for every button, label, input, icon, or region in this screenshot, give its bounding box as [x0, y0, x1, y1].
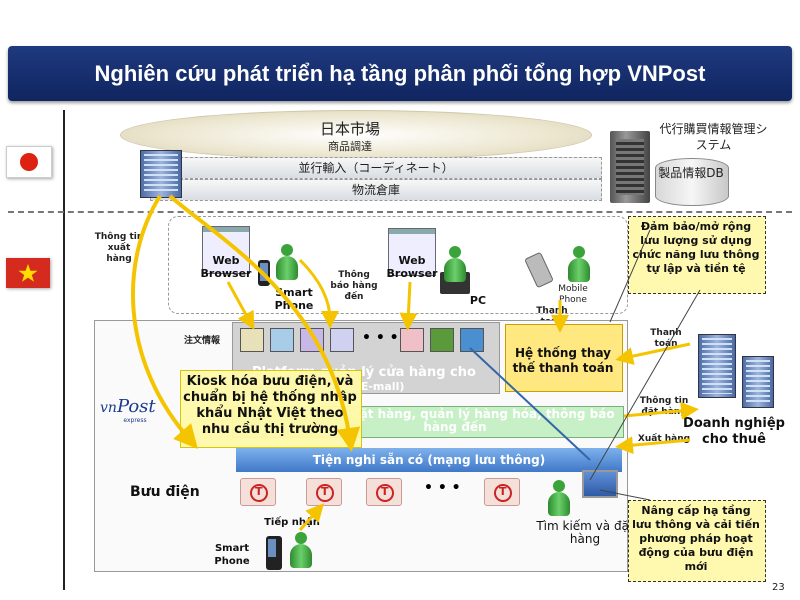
goods-procurement-label: 商品調達: [328, 140, 372, 153]
payment-tenant-label: Thanh toán: [650, 328, 682, 349]
shop-tile: [460, 328, 484, 352]
post-office-icon: [240, 478, 276, 506]
shop-tile: [430, 328, 454, 352]
post-ellipsis: • • •: [424, 480, 461, 496]
post-office-label: Bưu điện: [130, 484, 200, 500]
order-management-label: Quản lý đặt hàng, quản lý hàng hóa, thôn…: [295, 407, 615, 434]
reception-arrow: [298, 503, 325, 532]
server-icon: [610, 131, 650, 203]
proxy-system-label: 代行購買情報管理システム: [659, 122, 768, 152]
logo-vn: vn: [100, 400, 117, 416]
person-icon: [568, 246, 590, 282]
tenant-payment-arrow: [615, 342, 691, 365]
pc-label: PC: [469, 294, 487, 307]
import-arrow: [168, 194, 361, 452]
tenant-export-arrow: [615, 436, 691, 455]
db-label: 製品情報DB: [658, 166, 724, 180]
web-browser-icon: [388, 228, 436, 276]
post-office-icon: [484, 478, 520, 506]
kiosk-box: [180, 370, 362, 448]
smart-phone-label-2: Smart Phone: [214, 543, 250, 567]
parallel-import-row: 並行輸入（コーディネート）: [150, 157, 602, 179]
person-icon: [548, 480, 570, 516]
export-arrow: [131, 194, 198, 450]
warehouse-row: 物流倉庫: [150, 179, 602, 201]
mobile-phone-label: Mobile Phone: [558, 284, 588, 305]
note-top-text: Đảm bảo/mở rộng lưu lượng sử dụng chức n…: [632, 220, 760, 275]
logo-express: express: [123, 417, 147, 424]
smartphone-icon: [266, 536, 282, 570]
web-browser-label-1: Web Browser: [200, 254, 252, 280]
japan-building-icon: [140, 150, 182, 198]
tenant-order-arrow: [623, 401, 699, 420]
page-number: 23: [772, 582, 785, 593]
facilities-bar: [236, 448, 622, 472]
browser-platform-arrow: [226, 281, 255, 330]
logo-post: Post: [116, 396, 156, 417]
vertical-divider: [63, 110, 65, 590]
title-bar: [8, 46, 792, 101]
arrival-notice-label: Thông báo hàng đến: [330, 270, 378, 302]
search-order-label: Tìm kiếm và đặt hàng: [536, 519, 634, 546]
facilities-label: Tiện nghi sẵn có (mạng lưu thông): [312, 453, 546, 467]
shop-tile: [270, 328, 294, 352]
reception-label: Tiếp nhận: [264, 517, 320, 528]
person-icon: [276, 244, 298, 280]
pc-platform-arrow: [399, 281, 418, 331]
web-browser-icon: [202, 226, 250, 274]
tenant-label: Doanh nghiệp cho thuê: [683, 416, 785, 447]
web-browser-label-2: Web Browser: [386, 254, 438, 280]
tenant-building-icon: [742, 356, 774, 408]
japan-market-label: 日本市場: [319, 120, 380, 138]
payment-system-box: [505, 324, 623, 392]
tenant-building-icon: [698, 334, 736, 398]
vietnam-flag-icon: [6, 258, 50, 288]
database-icon: [655, 158, 729, 206]
note-bottom-text: Nâng cấp hạ tầng lưu thông và cải tiến p…: [632, 504, 760, 573]
order-info-label: 注文情報: [184, 336, 221, 346]
note-bottom-box: [628, 500, 766, 582]
client-area: [168, 216, 628, 314]
export-info-label: Thông tin xuất hàng: [94, 232, 144, 264]
country-divider: [8, 211, 792, 213]
person-icon: [290, 532, 312, 568]
post-office-icon: [366, 478, 402, 506]
export-goods-label: Xuất hàng: [637, 434, 691, 444]
shop-tile: [330, 328, 354, 352]
japan-market-ellipse: [120, 110, 592, 160]
page-title: Nghiên cứu phát triển hạ tầng phân phối …: [94, 61, 706, 86]
note-top-box: [628, 216, 766, 294]
japan-flag-icon: [6, 146, 52, 178]
person-icon: [444, 246, 466, 282]
vnpost-logo: vnPost express: [100, 396, 170, 424]
kiosk-label: Kiosk hóa bưu điện, và chuẩn bị hệ thống…: [183, 374, 357, 437]
shop-ellipsis: • • •: [362, 330, 399, 346]
payment-system-label: Hệ thống thay thế thanh toán: [512, 346, 614, 375]
arrival-arrow: [298, 258, 339, 329]
kiosk-terminal-icon: [582, 470, 618, 498]
